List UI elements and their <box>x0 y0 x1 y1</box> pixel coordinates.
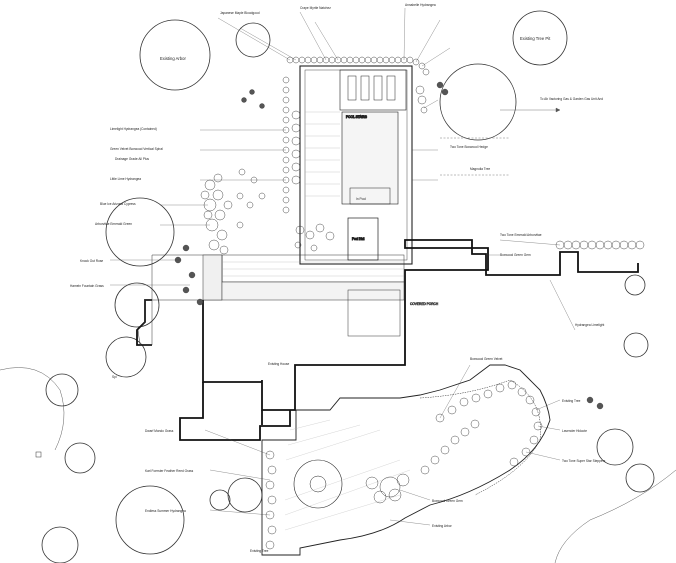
planting-note: Two Tone Super Star Steppers <box>562 459 606 463</box>
existing-tree-right <box>439 63 517 141</box>
right-planting-notes: Two Tone Emerald Arborvitae Boxwood Gree… <box>432 233 606 528</box>
magnolia-tree-label: Magnolia Tree <box>470 167 490 171</box>
left-patio <box>137 254 223 346</box>
pool-stairs-rect <box>349 187 391 205</box>
existing-house-label: Existing House <box>268 362 289 366</box>
garden-circle <box>293 459 343 509</box>
planting-note: Blue Ice Arizona Cypress <box>100 202 136 206</box>
planting-note: Crape Myrtle Natchez <box>300 6 331 10</box>
planting-note: Arborvitae Emerald Green <box>95 222 132 226</box>
existing-tree-bottom-left <box>64 442 96 474</box>
planting-note: Boxwood Green Gem <box>500 253 531 257</box>
planting-note: Lavender Hidcote <box>562 429 587 433</box>
planting-note: Existing Arbor <box>432 524 453 528</box>
existing-tree-bottom-left-3 <box>227 477 263 513</box>
hedge-pool-border <box>286 56 430 76</box>
planting-note: Hameln Fountain Grass <box>70 284 104 288</box>
hedge-right-column <box>415 85 428 114</box>
callout-leaders <box>110 7 576 526</box>
shrub-pool-left <box>291 110 301 185</box>
planting-note: Green Velvet Boxwood Vertical Spiral <box>110 147 163 151</box>
planting-note: Hydrangea Limelight <box>575 323 604 327</box>
deck-paving <box>305 111 340 197</box>
existing-tree-bottom-left-2 <box>115 485 185 555</box>
shrub-cluster-left <box>200 173 233 255</box>
left-planting-notes: Limelight Hydrangea (Contained) Green Ve… <box>70 3 436 553</box>
existing-tree-top-right <box>512 10 568 66</box>
existing-tree-pit-label: Existing Tree Pit <box>520 36 551 41</box>
planting-note: Knock Out Rose <box>80 259 103 263</box>
planting-note: Two Tone Emerald Arborvitae <box>500 233 542 237</box>
planting-note: Existing Tree <box>250 549 269 553</box>
existing-tree-top-left-2 <box>235 22 271 58</box>
existing-tree-bottom-left-4 <box>41 526 79 563</box>
planting-note: Boxwood Green Gem <box>432 499 463 503</box>
terrace-slab <box>221 254 405 283</box>
two-tone-boxwood-label: Two Tone Boxwood Hedge <box>450 145 488 149</box>
existing-tree-top-left <box>139 19 211 91</box>
to-garden-label: To Ab Vactoring Gas & Garden Gas Unit An… <box>540 97 603 101</box>
lounge-area <box>339 69 407 111</box>
lounge-chairs <box>347 75 396 101</box>
hedge-left-column <box>282 76 290 214</box>
existing-arbor-label: Existing Arbor <box>160 56 186 61</box>
shrub-top-planting <box>236 168 335 252</box>
planting-note: Boxwood Green Velvet <box>470 357 503 361</box>
plan-labels: Existing Arbor Existing Tree Pit Magnoli… <box>70 3 606 553</box>
existing-tree-bottom-right <box>596 428 634 466</box>
pool-water <box>341 111 399 205</box>
in-pool-label: In Pool <box>356 197 366 201</box>
existing-tree-left-far-2 <box>209 489 231 511</box>
planting-note: Limelight Hydrangea (Contained) <box>110 127 157 131</box>
existing-tree-right-low <box>623 332 649 358</box>
planting-note: Annabelle Hydrangea <box>405 3 436 7</box>
existing-tree-bottom-right-2 <box>625 463 655 493</box>
lower-garden-outline <box>261 364 551 556</box>
existing-tree-left-mid-2 <box>114 282 160 328</box>
pool-stairs-label: POOL STAIRS <box>346 115 367 119</box>
pool-area: POOL STAIRS Pool Hut <box>299 65 413 265</box>
planting-note: Existing Tree <box>562 399 581 403</box>
dimension-arrows <box>440 107 561 176</box>
lower-paving <box>284 419 411 531</box>
existing-tree-right-mid <box>624 274 646 296</box>
pool-deck-outline <box>299 65 413 265</box>
left-edge-curve <box>0 367 65 451</box>
pool-hut <box>347 217 379 261</box>
central-terrace: COVERED PORCH <box>221 254 439 337</box>
planting-note: Little Lime Hydrangea <box>110 177 141 181</box>
existing-tree-left-far <box>45 373 79 407</box>
drainage-grade-label: Drainage Grade All Plus <box>115 157 149 161</box>
existing-tree-left-low <box>105 336 147 378</box>
planting-note: Dwarf Mondo Grass <box>145 429 174 433</box>
spl-label: Spl <box>112 375 117 379</box>
covered-porch-label: COVERED PORCH <box>410 302 439 306</box>
shrub-right-strip <box>555 240 645 250</box>
pool-hut-label: Pool Hut <box>352 237 364 241</box>
shrub-lower-garden <box>265 380 543 550</box>
marker-square <box>35 451 42 458</box>
planting-note: Karl Foerster Feather Reed Grass <box>145 469 194 473</box>
lower-garden <box>261 364 551 556</box>
planting-shrubs <box>200 56 645 550</box>
specimen-trees <box>174 81 604 410</box>
existing-tree-left-mid <box>105 197 175 267</box>
planting-note: Japanese Maple Bloodgood <box>220 11 260 15</box>
planting-note: Endless Summer Hydrangea <box>145 509 186 513</box>
right-edge-curve <box>554 469 676 563</box>
